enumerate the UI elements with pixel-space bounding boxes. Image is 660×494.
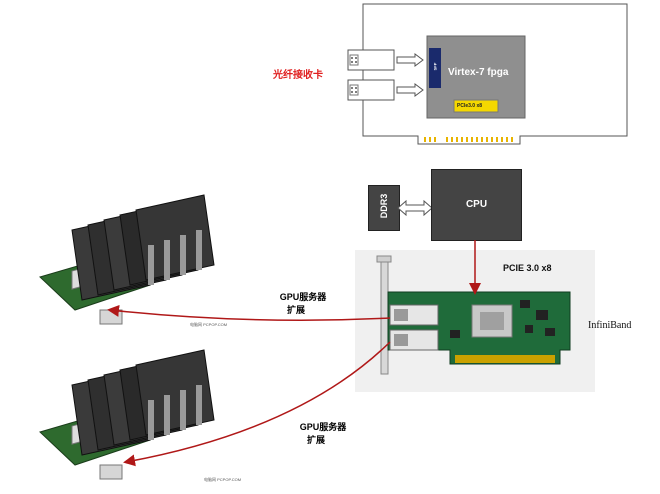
fpga-chip-label: Virtex-7 fpga [448,67,509,78]
gpu-expansion-label-top: GPU服务器 扩展 [258,290,348,316]
fiber-receiver-card-label: 光纤接收卡 [273,70,323,81]
pcie-link-label: PCIE 3.0 x8 [503,263,552,273]
infiniband-to-gpu-bottom-arrow [123,341,391,467]
gpu-expansion-top-line2: 扩展 [286,305,305,315]
fpga-card: SFP Virtex-7 fpga PCIe3.0 x8 光纤接收卡 [0,0,660,160]
gpu-expansion-label-bottom: GPU服务器 扩展 [278,420,368,446]
infiniband-to-gpu-top-arrow [107,304,391,321]
optical-connector-top [347,49,395,71]
ddr3-module: DDR3 [368,185,400,231]
optical-connector-bottom [347,79,395,101]
pcie-chip-label: PCIe3.0 x8 [457,103,483,109]
gpu-expansion-bottom-line1: GPU服务器 [299,422,347,432]
gpu-top-watermark: 电脑网 PCPOP.COM [190,322,228,327]
gpu-bottom-watermark: 电脑网 PCPOP.COM [204,477,242,482]
gpu-expansion-top-line1: GPU服务器 [279,292,327,302]
gpu-expansion-bottom-line2: 扩展 [306,435,325,445]
infiniband-label: InfiniBand [588,320,632,331]
cpu-box: CPU [431,169,522,241]
fpga-card-drawing [347,3,628,145]
cpu-label: CPU [465,199,488,210]
